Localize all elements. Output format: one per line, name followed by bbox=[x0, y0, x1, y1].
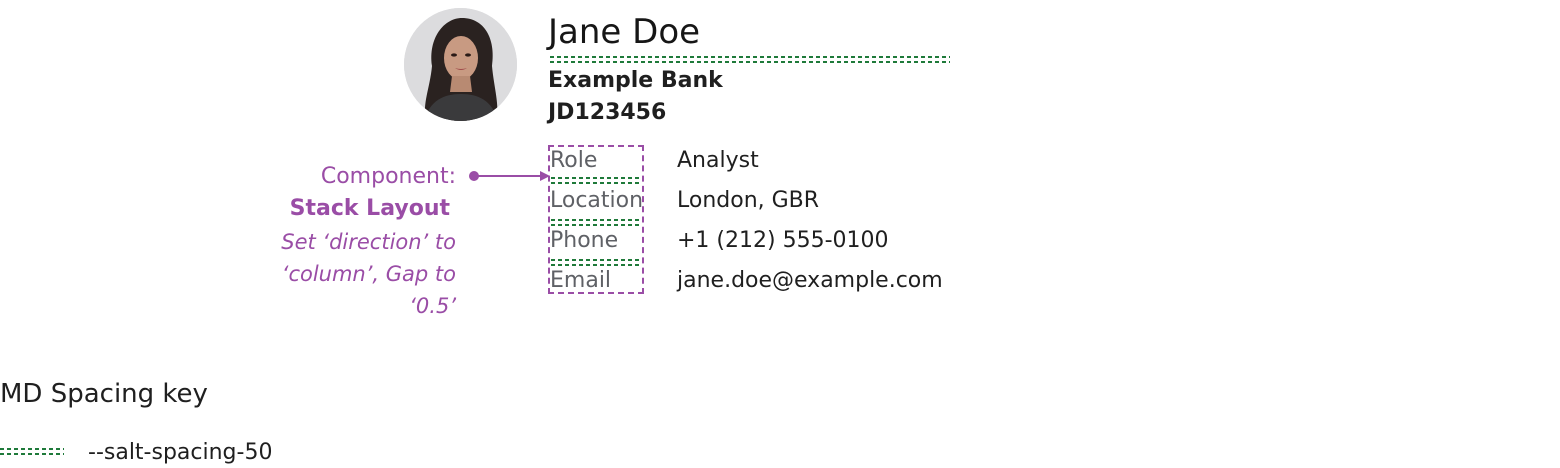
detail-label-phone: Phone bbox=[550, 228, 619, 253]
detail-value-location: London, GBR bbox=[677, 188, 820, 213]
spacing-indicator bbox=[551, 219, 642, 226]
detail-label-email: Email bbox=[550, 268, 612, 293]
spacing-indicator bbox=[551, 259, 642, 266]
annotation-component-name: Stack Layout bbox=[289, 196, 450, 221]
profile-company: Example Bank bbox=[548, 68, 723, 93]
annotation-component-label: Component: bbox=[320, 164, 456, 189]
annotation-note-line: ‘column’, Gap to bbox=[281, 262, 456, 286]
detail-value-role: Analyst bbox=[677, 148, 759, 173]
avatar bbox=[404, 8, 517, 121]
profile-name: Jane Doe bbox=[548, 12, 701, 52]
spacing-key-title: MD Spacing key bbox=[0, 379, 208, 409]
annotation-note-line: ‘0.5’ bbox=[409, 294, 456, 318]
detail-value-phone: +1 (212) 555-0100 bbox=[677, 228, 889, 253]
avatar-image bbox=[404, 8, 517, 121]
spacing-indicator bbox=[551, 177, 642, 184]
annotation-note: Set ‘direction’ to ‘column’, Gap to ‘0.5… bbox=[240, 226, 456, 322]
annotation-arrow-icon bbox=[469, 171, 550, 181]
stack-layout-outline bbox=[548, 145, 644, 294]
detail-value-email: jane.doe@example.com bbox=[677, 268, 943, 293]
profile-id: JD123456 bbox=[548, 100, 667, 125]
spacing-indicator bbox=[550, 56, 950, 63]
spacing-key-label: --salt-spacing-50 bbox=[88, 440, 273, 465]
detail-label-role: Role bbox=[550, 148, 598, 173]
annotation-note-line: Set ‘direction’ to bbox=[281, 230, 456, 254]
detail-label-location: Location bbox=[550, 188, 644, 213]
spacing-key-swatch bbox=[0, 448, 64, 455]
